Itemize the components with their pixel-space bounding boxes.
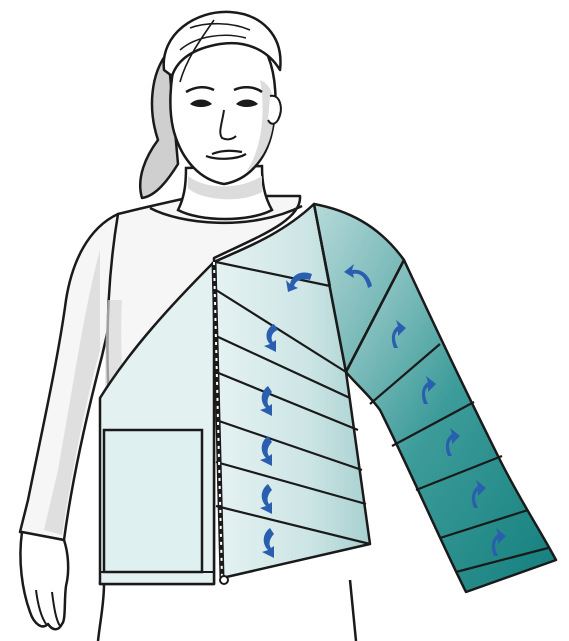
ear: [268, 96, 281, 124]
trouser-outline: [98, 580, 356, 641]
underlayer-pocket: [104, 430, 202, 572]
zipper-icon: [220, 576, 228, 584]
head: [140, 12, 302, 223]
left-hand: [20, 532, 68, 629]
trousers: [98, 580, 356, 641]
